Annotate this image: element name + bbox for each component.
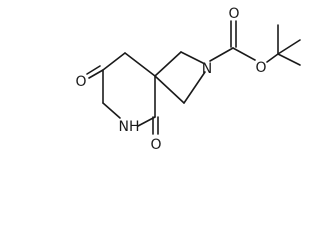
atom-labels: O NH O N O O: [75, 6, 266, 153]
bond-c7-n: [180, 51, 204, 64]
bond-n-c5: [137, 116, 156, 127]
azetidine-ring-bonds: [154, 51, 206, 104]
bond-n-carbonyl: [209, 47, 234, 62]
piperidine-ring-bonds: [102, 52, 156, 127]
bond-oester-cq: [266, 53, 279, 63]
bond-n-c8: [183, 71, 206, 104]
boc-group-bonds: [209, 20, 301, 66]
atom-o-lactam: O: [150, 137, 161, 153]
bond-c8-spiro: [154, 75, 185, 104]
bond-c1-c2: [102, 52, 126, 71]
bond-ketone-b: [86, 65, 101, 75]
bond-cq-me1: [277, 39, 301, 55]
atom-o-ester: O: [255, 60, 266, 76]
atom-nh-lactam: NH: [119, 119, 140, 135]
lactam-double-bond: [152, 116, 159, 135]
bond-carbonyl-oester: [232, 47, 256, 61]
ketone-double-bond: [86, 65, 104, 79]
bond-cq-me2: [277, 53, 301, 66]
atom-o-ketone: O: [75, 74, 86, 90]
atom-n-azetidine: N: [202, 61, 212, 77]
molecule-structure: O NH O N O O: [75, 6, 301, 153]
bond-ketone-a: [88, 69, 104, 79]
bond-c3-n: [102, 102, 121, 119]
bond-spiro-c1: [124, 52, 156, 77]
atom-o-carbonyl: O: [228, 6, 239, 22]
bond-spiro-c7: [154, 51, 182, 77]
